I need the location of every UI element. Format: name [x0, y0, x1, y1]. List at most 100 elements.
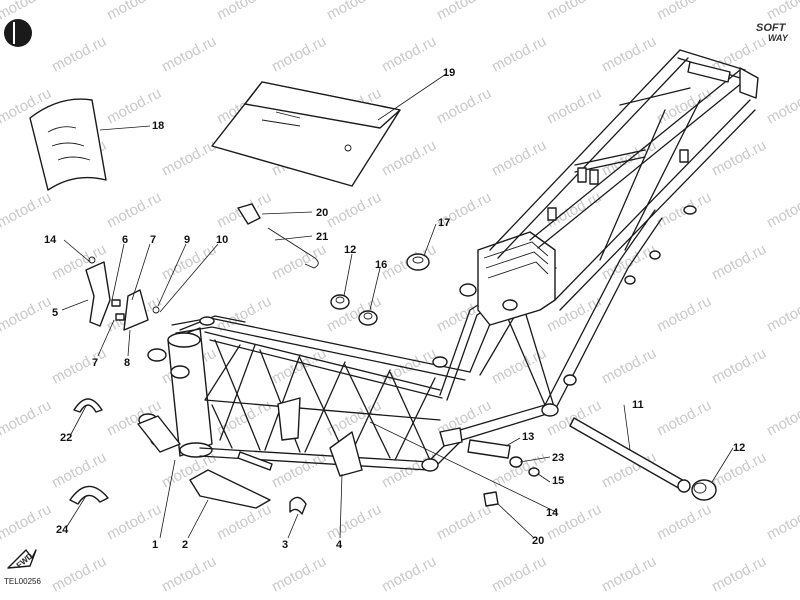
- watermark-text: motod.ru: [49, 33, 109, 76]
- callout-24: 24: [56, 524, 69, 536]
- watermark-text: motod.ru: [709, 553, 769, 596]
- watermark-text: motod.ru: [214, 0, 274, 24]
- watermark-text: motod.ru: [434, 501, 494, 544]
- watermark-text: motod.ru: [0, 293, 54, 336]
- part-13-spacer: [467, 439, 511, 459]
- part-16-bush: [358, 310, 378, 326]
- callout-12-right: 12: [733, 442, 745, 454]
- callout-23: 23: [552, 452, 564, 464]
- watermark-text: motod.ru: [159, 241, 219, 284]
- brand-line1: SOFT: [756, 22, 787, 34]
- watermark-text: motod.ru: [269, 33, 329, 76]
- callout-19: 19: [443, 67, 455, 79]
- callout-17: 17: [438, 217, 450, 229]
- callout-7-top: 7: [150, 234, 156, 246]
- watermark-text: motod.ru: [489, 553, 549, 596]
- part-5-bracket: [85, 256, 111, 327]
- watermark-text: motod.ru: [764, 397, 800, 440]
- callout-6: 6: [122, 234, 128, 246]
- callout-16: 16: [375, 259, 387, 271]
- watermark-text: motod.ru: [599, 553, 659, 596]
- watermark-text: motod.ru: [654, 0, 714, 24]
- callout-15: 15: [552, 475, 564, 487]
- callout-5: 5: [52, 307, 58, 319]
- part-8-bracket: [111, 289, 160, 331]
- part-12-bush: [330, 294, 350, 310]
- watermark-text: motod.ru: [159, 33, 219, 76]
- callout-18: 18: [152, 120, 164, 132]
- frame-bolt: [237, 451, 273, 471]
- part-24-clamp: [69, 485, 109, 505]
- part-15-bolt: [528, 467, 540, 477]
- callout-11: 11: [632, 399, 644, 411]
- watermark-text: motod.ru: [434, 0, 494, 24]
- callout-labels: 1 2 3 4 5 6 7 7 8 9 10 11 12 12 13 14 14…: [44, 67, 745, 551]
- part-13-cap: [439, 427, 463, 447]
- main-frame-drawing: [137, 49, 759, 472]
- watermark-text: motod.ru: [379, 33, 439, 76]
- part-11-pivot-shaft: [569, 417, 691, 493]
- callout-10: 10: [216, 234, 228, 246]
- watermark-text: motod.ru: [0, 189, 54, 232]
- watermark-text: motod.ru: [764, 85, 800, 128]
- callout-4: 4: [336, 539, 343, 551]
- watermark-text: motod.ru: [654, 85, 714, 128]
- watermark-text: motod.ru: [599, 345, 659, 388]
- watermark-text: motod.ru: [764, 0, 800, 24]
- watermark-text: motod.ru: [0, 397, 54, 440]
- watermark-text: motod.ru: [709, 449, 769, 492]
- part-12-plug: [691, 479, 717, 501]
- watermark-text: motod.ru: [489, 137, 549, 180]
- watermark-text: motod.ru: [104, 0, 164, 24]
- watermark-text: motod.ru: [709, 137, 769, 180]
- part-20-cap-bottom: [483, 491, 499, 507]
- callout-3: 3: [282, 539, 288, 551]
- drawing-code: TEL00256: [4, 577, 41, 586]
- watermark-text: motod.ru: [269, 553, 329, 596]
- part-18-rubber-mat: [29, 98, 107, 191]
- watermark-text: motod.ru: [379, 553, 439, 596]
- watermark-text: motod.ru: [709, 241, 769, 284]
- watermark-text: motod.ru: [159, 553, 219, 596]
- watermark-text: motod.ru: [654, 397, 714, 440]
- part-3-clip: [289, 496, 307, 515]
- watermark-text: motod.ru: [324, 0, 384, 24]
- watermark-text: motod.ru: [434, 85, 494, 128]
- callout-14-left: 14: [44, 234, 57, 246]
- watermark-text: motod.ru: [489, 33, 549, 76]
- part-21-cable: [267, 227, 319, 269]
- watermark-text: motod.ru: [104, 501, 164, 544]
- watermark-text: motod.ru: [159, 137, 219, 180]
- watermark-text: motod.ru: [764, 293, 800, 336]
- callout-2: 2: [182, 539, 188, 551]
- callout-22: 22: [60, 432, 72, 444]
- callout-1: 1: [152, 539, 158, 551]
- watermark-text: motod.ru: [544, 0, 604, 24]
- callout-21: 21: [316, 231, 328, 243]
- watermark-text: motod.ru: [0, 501, 54, 544]
- brand-line2: WAY: [768, 33, 789, 43]
- watermark-text: motod.ru: [544, 85, 604, 128]
- watermark-text: motod.ru: [599, 33, 659, 76]
- watermark-text: motod.ru: [489, 345, 549, 388]
- watermark-text: motod.ru: [104, 189, 164, 232]
- callout-8: 8: [124, 357, 130, 369]
- part-20-cap-top: [237, 203, 261, 225]
- callout-14-bottom: 14: [546, 507, 559, 519]
- watermark-text: motod.ru: [709, 345, 769, 388]
- part-4-bracket: [329, 431, 363, 477]
- leader-lines: [61, 73, 734, 539]
- part-19-tool-bag: [211, 81, 401, 187]
- callout-7-bottom: 7: [92, 357, 98, 369]
- part-22-clamp: [73, 398, 103, 413]
- watermark-text: motod.ru: [0, 0, 54, 24]
- watermark-text: motod.ru: [654, 501, 714, 544]
- corner-logo-icon: [4, 19, 32, 47]
- watermark-text: motod.ru: [324, 501, 384, 544]
- callout-9: 9: [184, 234, 190, 246]
- watermark-text: motod.ru: [764, 501, 800, 544]
- watermark-text: motod.ru: [654, 293, 714, 336]
